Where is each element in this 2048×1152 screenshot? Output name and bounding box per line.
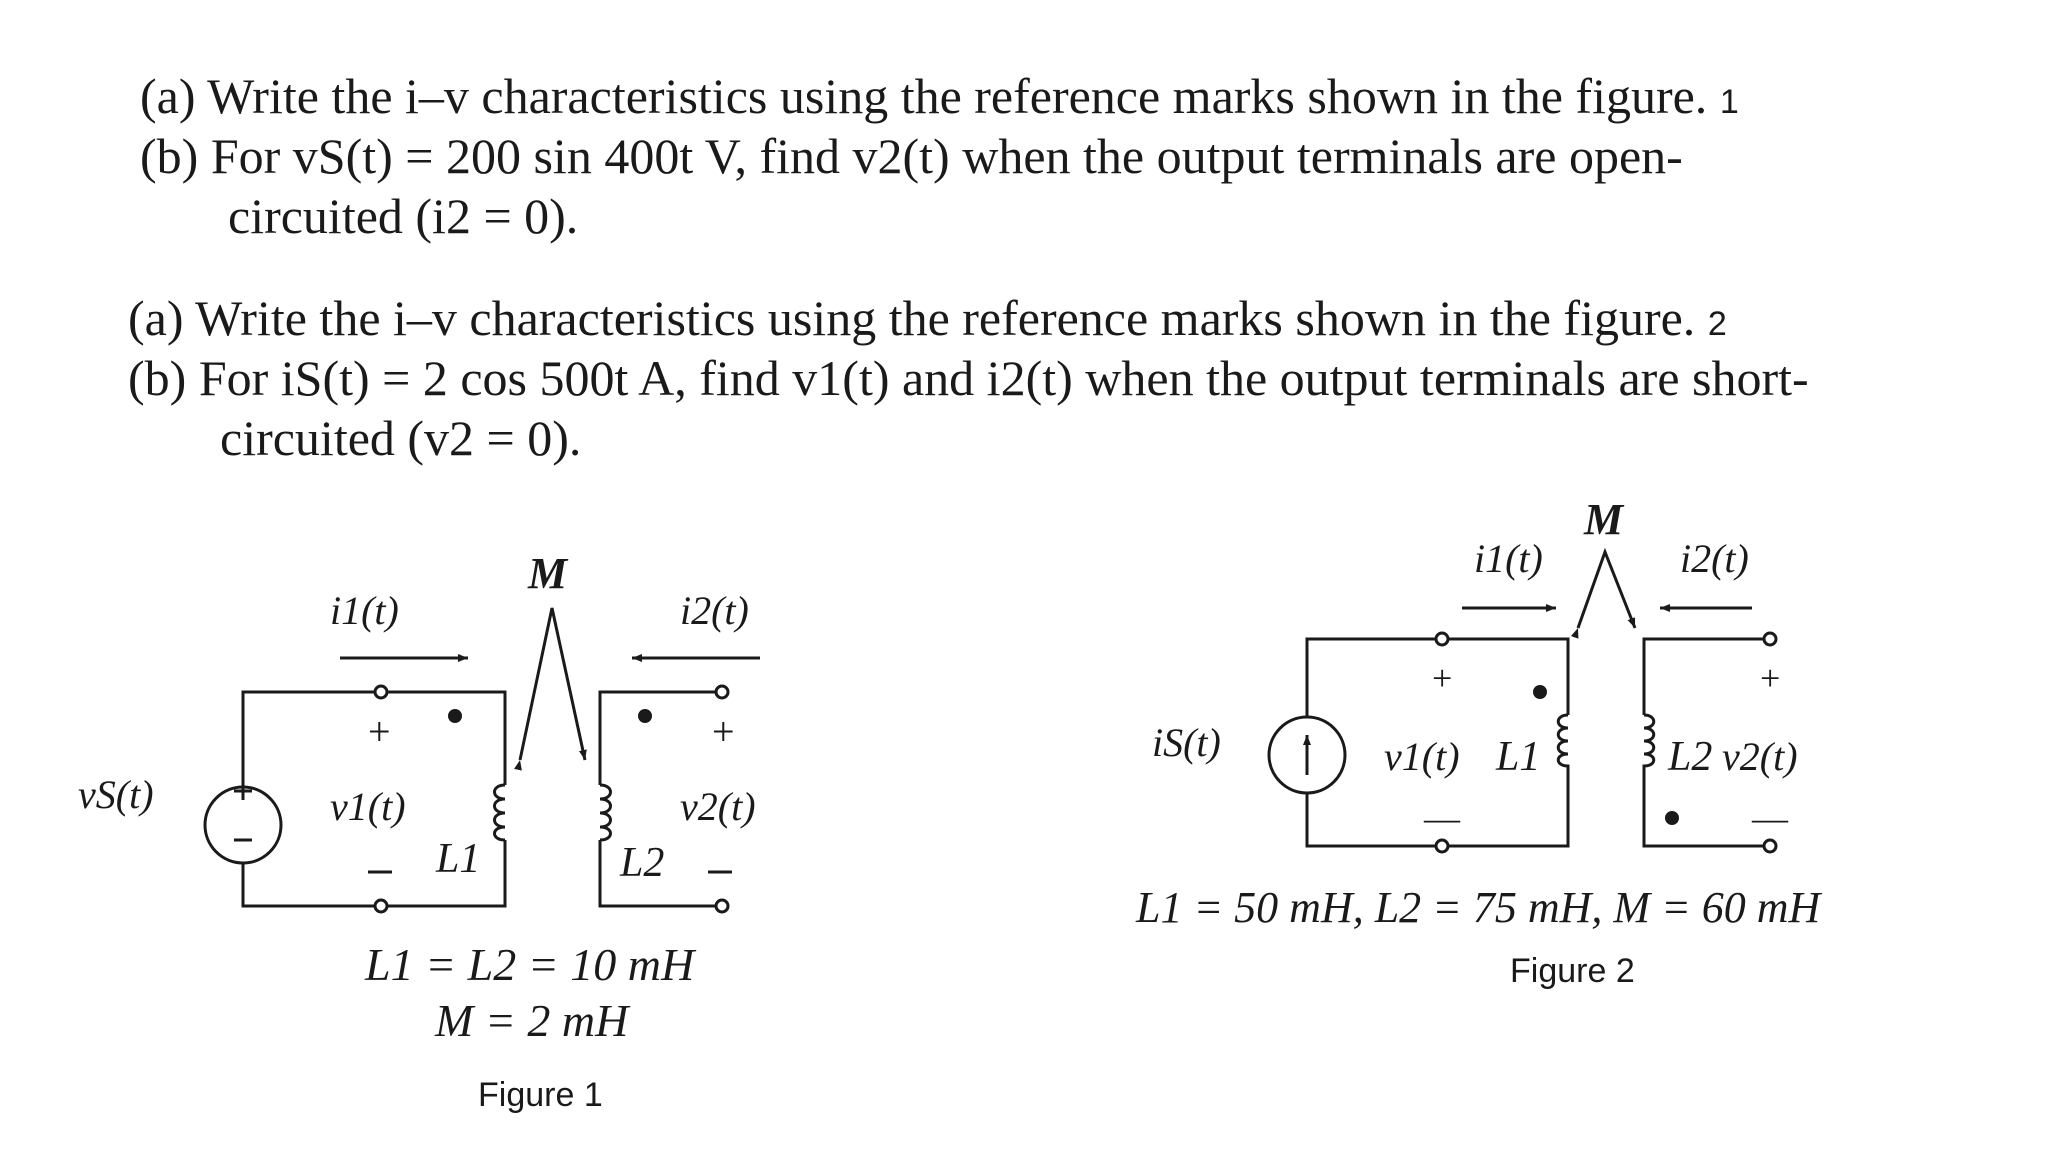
wire-bottom-left-2 (384, 840, 507, 908)
polarity-dot-l1 (448, 709, 462, 723)
part-a-text: Write the i–v characteristics using the … (207, 68, 1708, 124)
figure-2-values: L1 = 50 mH, L2 = 75 mH, M = 60 mH (1135, 883, 1823, 932)
source-plus-sign (234, 782, 252, 800)
wire-top-right (1642, 637, 1766, 715)
figure-2-caption: Figure 2 (1510, 952, 1635, 990)
problem-1-part-b: (b) For vS(t) = 200 sin 400t V, find v2(… (140, 126, 1683, 186)
current-i2-label: i2(t) (1680, 536, 1749, 581)
figure-1-values-line-1: L1 = L2 = 10 mH (364, 939, 697, 990)
terminal-1-top (373, 684, 389, 700)
polarity-dot-l1 (1533, 685, 1547, 699)
source-label-vs: vS(t) (78, 772, 154, 817)
figure-1-caption: Figure 1 (478, 1076, 603, 1114)
inductor-l1-coil-icon (1556, 713, 1570, 790)
polarity-dot-l2 (638, 709, 652, 723)
part-a-tag: (a) (140, 68, 196, 124)
inductor-l1-label: L1 (1495, 734, 1540, 780)
mutual-m-label: M (527, 549, 569, 598)
mutual-inductance-arrow-icon (1570, 547, 1637, 639)
figure-ref-number: 2 (1707, 305, 1727, 343)
problem-1-part-b-continued: circuited (i2 = 0). (228, 188, 579, 244)
current-i1-label: i1(t) (330, 588, 399, 633)
part-a-text: Write the i–v characteristics using the … (195, 290, 1696, 346)
problem-2-part-b-continued: circuited (v2 = 0). (220, 410, 582, 466)
voltage-v2-label: v2(t) (1722, 734, 1798, 779)
terminal-2-top (714, 684, 730, 700)
inductor-l1-label: L1 (435, 836, 480, 882)
problem-2-part-b: (b) For iS(t) = 2 cos 500t A, find v1(t)… (128, 348, 1809, 408)
voltage-v1-label: v1(t) (330, 784, 406, 829)
voltage-v1-label: v1(t) (1384, 734, 1460, 779)
wire-top-left (1305, 637, 1439, 720)
terminal-2-bottom (1762, 838, 1778, 854)
wire-top-left (241, 690, 378, 806)
part-a-tag: (a) (128, 290, 184, 346)
source-label-is: iS(t) (1152, 720, 1221, 765)
current-i1-label: i1(t) (1474, 536, 1543, 581)
wire-top-left-2 (384, 690, 507, 785)
part-b-tag: (b) (140, 128, 199, 184)
v2-plus-label: + (1760, 658, 1780, 698)
v2-plus-label: + (712, 709, 735, 754)
figure-ref-number: 1 (1719, 83, 1739, 121)
wire-bottom-right (1642, 790, 1766, 848)
inductor-l2-label: L2 (619, 840, 664, 886)
terminal-1-bottom (1434, 838, 1450, 854)
figure-2 (1267, 547, 1778, 854)
figure-1 (203, 607, 760, 914)
wire-bottom-mid (1445, 790, 1570, 848)
voltage-v2-label: v2(t) (680, 784, 756, 829)
mutual-inductance-arrow-icon (514, 607, 587, 771)
v2-minus-label: — (1751, 798, 1789, 838)
wire-bottom-right (598, 840, 718, 908)
terminal-2-top (1762, 631, 1778, 647)
figure-1-values-line-2: M = 2 mH (434, 995, 631, 1046)
terminal-1-bottom (373, 898, 389, 914)
terminal-1-top (1434, 631, 1450, 647)
v1-plus-label: + (1432, 658, 1452, 698)
v1-minus-label: — (1423, 798, 1461, 838)
wire-bottom-left (1305, 790, 1439, 848)
inductor-l2-label: L2 (1667, 734, 1712, 780)
current-i2-label: i2(t) (680, 588, 749, 633)
terminal-2-bottom (714, 898, 730, 914)
problem-2-part-a: (a) Write the i–v characteristics using … (128, 288, 1727, 354)
mutual-m-label: M (1583, 495, 1625, 544)
part-b-text: For vS(t) = 200 sin 400t V, find v2(t) w… (210, 128, 1683, 184)
figure-1-labels: vS(t) + + i1(t) i2(t) v1(t) v2(t) L1 L2 … (78, 549, 756, 1114)
wire-top-mid (1445, 637, 1570, 715)
part-b-tag: (b) (128, 350, 187, 406)
inductor-l1-coil-icon (493, 783, 506, 842)
problem-1-part-a: (a) Write the i–v characteristics using … (140, 66, 1739, 132)
part-b-text: For iS(t) = 2 cos 500t A, find v1(t) and… (198, 350, 1809, 406)
inductor-l2-coil-icon (599, 783, 612, 842)
v1-plus-label: + (368, 709, 391, 754)
wire-top-right (598, 690, 718, 785)
polarity-dot-l2 (1665, 811, 1679, 825)
figure-2-labels: iS(t) + + — — i1(t) i2(t) v1(t) L1 L2 v2… (1135, 495, 1823, 990)
inductor-l2-coil-icon (1642, 713, 1656, 790)
